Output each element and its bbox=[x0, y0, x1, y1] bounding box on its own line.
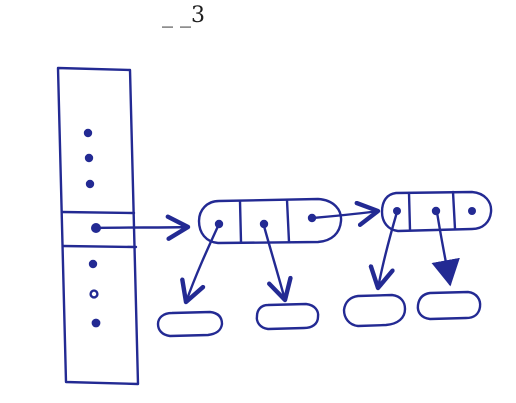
array-dot-3 bbox=[85, 179, 95, 189]
leaf-2 bbox=[255, 302, 320, 331]
arrow-array-to-node-a bbox=[94, 214, 191, 241]
node-b-divider-2 bbox=[451, 190, 457, 231]
arrow-node-a-to-node-b bbox=[311, 200, 381, 228]
array-dot-5 bbox=[89, 289, 99, 299]
leaf-4 bbox=[416, 290, 482, 321]
leaf-3 bbox=[342, 293, 407, 328]
array-column bbox=[56, 66, 140, 386]
array-dot-2 bbox=[84, 153, 94, 163]
node-a-outline bbox=[197, 197, 343, 245]
arrow-node-b-child-1 bbox=[368, 210, 399, 291]
arrow-node-b-child-2 bbox=[431, 210, 460, 287]
node-b bbox=[380, 190, 493, 233]
node-a-dot-2 bbox=[259, 219, 269, 229]
leaf-1 bbox=[156, 310, 224, 338]
arrow-node-a-child-2 bbox=[262, 224, 293, 303]
node-a bbox=[197, 197, 343, 245]
array-outline bbox=[56, 66, 140, 386]
node-b-dot-1 bbox=[393, 207, 401, 215]
node-b-outline bbox=[380, 190, 493, 233]
arrow-node-a-child-1 bbox=[180, 222, 221, 305]
array-row-divider-top bbox=[60, 210, 136, 215]
node-a-divider-1 bbox=[238, 199, 243, 244]
node-b-dot-2 bbox=[431, 206, 441, 216]
node-a-divider-2 bbox=[285, 198, 291, 244]
array-dot-1 bbox=[83, 128, 93, 138]
array-dot-4 bbox=[88, 259, 98, 269]
node-b-divider-1 bbox=[407, 191, 412, 232]
node-a-dot-1 bbox=[214, 219, 224, 229]
header-scribble: _ _3 bbox=[162, 3, 205, 28]
array-highlight-dot bbox=[91, 223, 101, 233]
array-dot-6 bbox=[91, 318, 101, 328]
node-b-dot-3 bbox=[468, 207, 476, 215]
array-row-divider-bottom bbox=[61, 244, 138, 249]
node-a-dot-3 bbox=[307, 213, 317, 223]
